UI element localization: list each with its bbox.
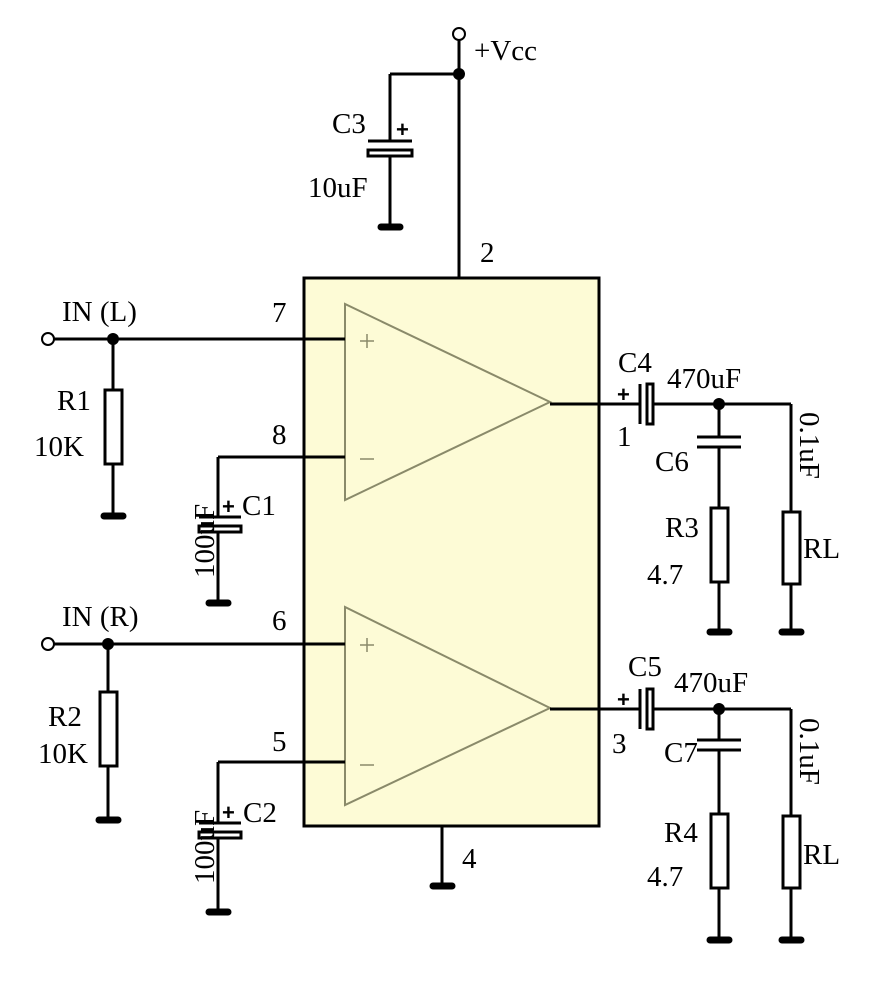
amplifier-ic — [302, 276, 601, 828]
pin-4-label: 4 — [462, 843, 477, 875]
c1-value: 100uF — [189, 504, 221, 578]
r4-ref: R4 — [664, 817, 698, 849]
pin-4-ground: 4 — [429, 826, 477, 890]
c2-ref: C2 — [243, 797, 277, 829]
capacitor-c6: C6 — [655, 404, 741, 508]
output-right: + C5 470uF 3 — [550, 651, 791, 760]
c3-ref: C3 — [332, 108, 366, 140]
r1-value: 10K — [34, 431, 84, 463]
pin-5-label: 5 — [272, 726, 287, 758]
c5-ref: C5 — [628, 651, 662, 683]
c6-ref: C6 — [655, 446, 689, 478]
c1-polarity: + — [222, 494, 235, 519]
pin-3-label: 3 — [612, 728, 627, 760]
vcc-supply: +Vcc 2 — [452, 27, 537, 280]
rl-left-ref: RL — [803, 533, 840, 565]
c7-value: 0.1uF — [793, 718, 825, 785]
rl-right-ref: RL — [803, 839, 840, 871]
pin-1-label: 1 — [617, 421, 632, 453]
vcc-terminal — [452, 27, 466, 41]
r3-value: 4.7 — [647, 559, 683, 591]
capacitor-c7: C7 — [664, 709, 741, 814]
pin-7-label: 7 — [272, 297, 287, 329]
c3-polarity: + — [396, 117, 409, 142]
capacitor-c3: + C3 10uF — [308, 72, 459, 231]
op-amp-right — [344, 605, 553, 807]
c4-ref: C4 — [618, 347, 652, 379]
c2-value: 100uF — [189, 810, 221, 884]
c5-value: 470uF — [674, 667, 748, 699]
c3-value: 10uF — [308, 172, 368, 204]
load-rl-left: RL 0.1uF — [778, 404, 840, 636]
resistor-r4: R4 4.7 — [647, 812, 733, 944]
input-right-label: IN (R) — [62, 601, 139, 633]
c1-ref: C1 — [242, 490, 276, 522]
r3-ref: R3 — [665, 512, 699, 544]
c2-polarity: + — [222, 800, 235, 825]
op-amp-left — [344, 302, 553, 502]
input-right: IN (R) 6 — [41, 601, 345, 651]
input-left-label: IN (L) — [62, 296, 137, 328]
capacitor-c1: + C1 100uF 8 — [189, 419, 345, 607]
c7-ref: C7 — [664, 737, 698, 769]
r2-ref: R2 — [48, 701, 82, 733]
c5-polarity: + — [617, 687, 630, 712]
input-right-terminal — [41, 637, 55, 651]
r1-ref: R1 — [57, 385, 91, 417]
resistor-r2: R2 10K — [38, 644, 122, 824]
vcc-label: +Vcc — [474, 35, 537, 67]
pin-2-label: 2 — [480, 237, 495, 269]
load-rl-right: RL 0.1uF — [778, 709, 840, 944]
c6-value: 0.1uF — [793, 412, 825, 479]
r2-value: 10K — [38, 738, 88, 770]
resistor-r1: R1 10K — [34, 339, 127, 520]
input-left-terminal — [41, 332, 55, 346]
pin-6-label: 6 — [272, 605, 287, 637]
input-left: IN (L) 7 — [41, 296, 345, 346]
c4-value: 470uF — [667, 363, 741, 395]
output-left: + C4 470uF 1 — [550, 347, 791, 453]
r4-value: 4.7 — [647, 861, 683, 893]
capacitor-c2: + C2 100uF 5 — [189, 726, 345, 916]
c4-polarity: + — [617, 382, 630, 407]
pin-8-label: 8 — [272, 419, 287, 451]
resistor-r3: R3 4.7 — [647, 506, 733, 636]
